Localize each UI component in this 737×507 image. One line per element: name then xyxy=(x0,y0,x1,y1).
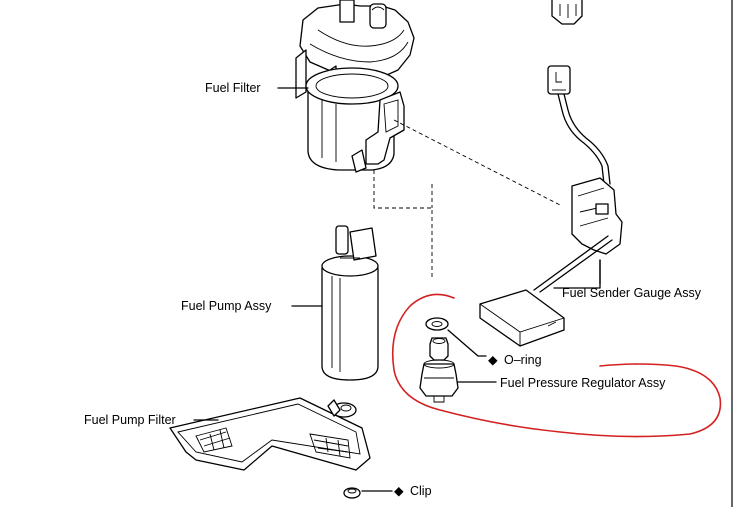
fuel-pump-part xyxy=(321,225,379,381)
fuel-filter-label: Fuel Filter xyxy=(205,81,261,95)
fuel-pressure-regulator-assy-label: Fuel Pressure Regulator Assy xyxy=(500,376,666,390)
o-ring-part xyxy=(425,317,449,331)
fuel-pump-assy-label: Fuel Pump Assy xyxy=(181,299,272,313)
clip-label: Clip xyxy=(410,484,432,498)
fuel-sender-gauge-leader xyxy=(553,259,601,289)
fuel-sender-gauge-part xyxy=(479,0,623,347)
o-ring-leader xyxy=(447,329,487,357)
clip-part xyxy=(343,487,361,499)
fuel-pump-filter-part xyxy=(169,397,371,471)
fuel-filter-part xyxy=(295,0,415,173)
fuel-sender-gauge-assy-label: Fuel Sender Gauge Assy xyxy=(562,286,702,300)
assembly-guide-line xyxy=(393,119,561,206)
red-highlight-circle xyxy=(391,293,722,438)
clip-marker: ◆ xyxy=(394,484,404,498)
assembly-guide-line xyxy=(373,170,433,280)
o-ring-label: O–ring xyxy=(504,353,542,367)
fuel-pressure-regulator-part xyxy=(419,337,459,403)
o-ring-marker: ◆ xyxy=(488,353,498,367)
fuel-pump-filter-label: Fuel Pump Filter xyxy=(84,413,176,427)
